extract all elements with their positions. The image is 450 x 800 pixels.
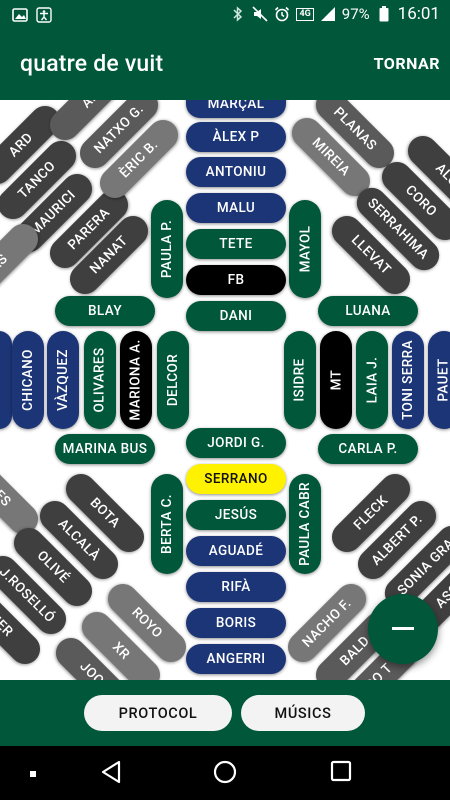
member-pill[interactable]: MARINA BUS (55, 434, 155, 464)
app-bar: quatre de vuit TORNAR (0, 32, 450, 100)
battery-percent: 97% (341, 5, 370, 23)
battery-icon (376, 6, 392, 22)
member-pill[interactable]: TONI SERRA (392, 331, 424, 429)
collapse-fab-button[interactable] (368, 594, 438, 664)
member-pill[interactable]: CARLA P. (318, 434, 418, 464)
recents-icon[interactable] (330, 760, 352, 786)
system-nav-bar (0, 746, 450, 800)
back-icon[interactable] (100, 760, 122, 788)
member-pill[interactable]: ÀLEX P (186, 122, 286, 152)
network-type-label: 4G (296, 7, 314, 21)
home-icon[interactable] (213, 760, 237, 788)
member-pill[interactable]: MT (320, 331, 352, 429)
accessibility-icon (36, 7, 52, 23)
member-pill[interactable]: LAIA J. (356, 331, 388, 429)
signal-icon (320, 6, 336, 22)
photo-icon (12, 7, 28, 23)
member-pill[interactable]: DANI (186, 301, 286, 331)
member-pill[interactable]: PAULA CABR (289, 474, 321, 574)
clock: 16:01 (397, 4, 440, 24)
member-pill[interactable] (0, 331, 12, 429)
protocol-button[interactable]: PROTOCOL (84, 695, 232, 731)
mute-icon (252, 6, 269, 22)
member-pill[interactable]: RIFÀ (186, 572, 286, 602)
member-pill[interactable]: JORDI G. (186, 428, 286, 458)
member-pill[interactable]: MAYOL (289, 200, 321, 298)
member-pill[interactable]: CHICANO (12, 331, 44, 429)
small-dot-icon (30, 771, 36, 777)
bluetooth-icon (230, 6, 246, 22)
castle-diagram: MARÇAL ÀLEX P ANTONIU MALU TETE FB DANI … (0, 100, 450, 680)
member-pill[interactable]: PAULA P. (151, 200, 183, 298)
musics-button[interactable]: MÚSICS (241, 695, 365, 731)
member-pill[interactable]: BORIS (186, 608, 286, 638)
member-pill[interactable]: JESÚS (186, 500, 286, 530)
member-pill[interactable]: MARÇAL (186, 100, 286, 118)
member-pill[interactable]: ISIDRE (284, 331, 316, 429)
member-pill[interactable]: DELCOR (157, 331, 189, 429)
member-pill[interactable]: MARIONA A. (120, 331, 152, 429)
member-pill[interactable]: AGUADÉ (186, 536, 286, 566)
member-pill[interactable]: VÀZQUEZ (47, 331, 79, 429)
member-pill[interactable]: BERTA C. (151, 474, 183, 574)
member-pill[interactable]: MALU (186, 193, 286, 223)
member-pill[interactable]: PAUET (428, 331, 450, 429)
minus-icon (392, 627, 414, 630)
member-pill[interactable]: ANGERRI (186, 644, 286, 674)
member-pill[interactable]: LUANA (318, 296, 418, 326)
member-pill[interactable]: NES (0, 449, 45, 541)
member-pill[interactable]: BLAY (55, 296, 155, 326)
status-bar: 4G 97% 16:01 (0, 0, 450, 32)
page-title: quatre de vuit (20, 50, 164, 77)
back-button[interactable]: TORNAR (373, 54, 440, 73)
member-pill[interactable]: TETE (186, 229, 286, 259)
alarm-icon (274, 6, 290, 22)
member-pill[interactable]: ANTONIU (186, 157, 286, 187)
bottom-action-bar: PROTOCOL MÚSICS (0, 680, 450, 746)
member-pill-highlighted[interactable]: SERRANO (186, 464, 286, 494)
member-pill[interactable]: FB (186, 265, 286, 295)
member-pill[interactable]: OLIVARES (84, 331, 116, 429)
